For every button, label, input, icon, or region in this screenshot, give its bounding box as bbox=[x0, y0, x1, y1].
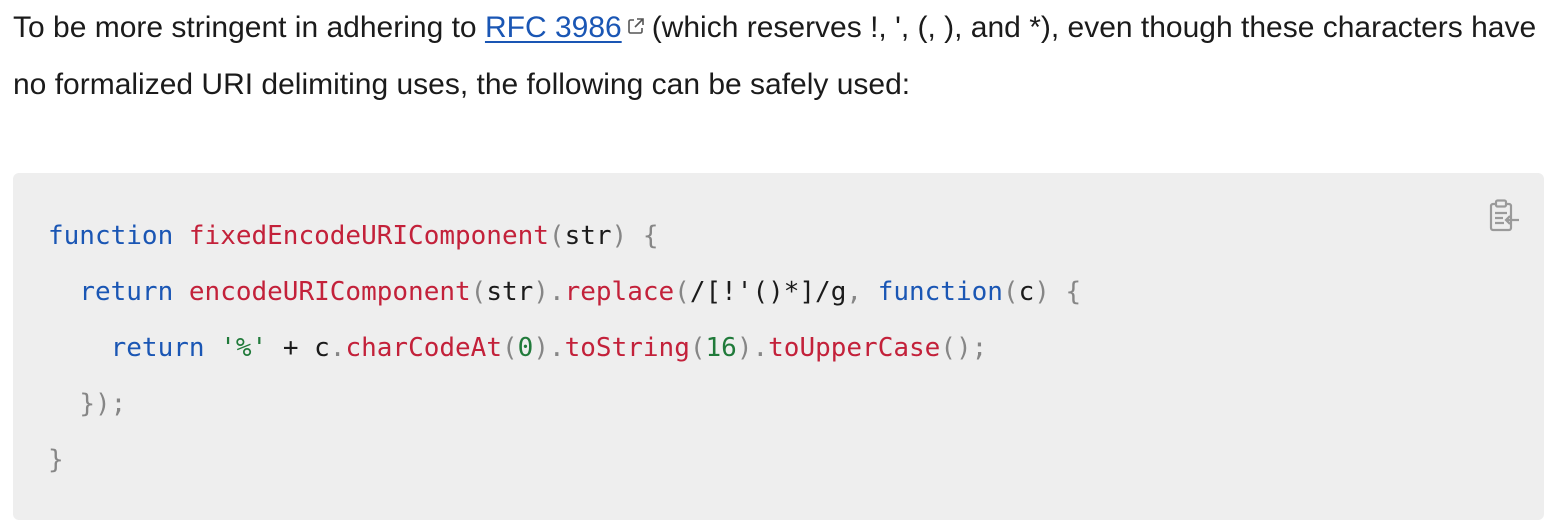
method-call: toString bbox=[564, 333, 690, 363]
function-name: fixedEncodeURIComponent bbox=[188, 221, 549, 251]
parameter: c bbox=[1018, 277, 1035, 307]
function-call: encodeURIComponent bbox=[188, 277, 471, 307]
method-call: replace bbox=[564, 277, 675, 307]
punctuation: ( bbox=[502, 333, 518, 363]
punctuation: , bbox=[846, 277, 863, 307]
punctuation: ( bbox=[1002, 277, 1019, 307]
code-content: function fixedEncodeURIComponent(str) { … bbox=[48, 208, 1081, 488]
number-literal: 0 bbox=[517, 333, 534, 363]
punctuation: ) bbox=[533, 333, 549, 363]
identifier: c bbox=[314, 333, 330, 363]
code-line-1: function fixedEncodeURIComponent(str) { bbox=[48, 221, 659, 251]
paragraph-text-after-link: (which reserves !, ', (, ), and *), even… bbox=[13, 11, 1537, 101]
paragraph-text-before-link: To be more stringent in adhering to bbox=[13, 11, 485, 44]
code-line-3: return '%' + c.charCodeAt(0).toString(16… bbox=[48, 333, 988, 363]
number-literal: 16 bbox=[705, 333, 737, 363]
clipboard-copy-icon bbox=[1485, 197, 1523, 240]
punctuation: ( bbox=[689, 333, 706, 363]
punctuation: ( bbox=[674, 277, 690, 307]
method-call: charCodeAt bbox=[345, 333, 502, 363]
punctuation: . bbox=[548, 333, 565, 363]
keyword-return: return bbox=[110, 333, 205, 363]
punctuation: . bbox=[548, 277, 565, 307]
punctuation: . bbox=[329, 333, 346, 363]
punctuation: ; bbox=[971, 333, 988, 363]
external-link-icon bbox=[626, 0, 646, 54]
code-line-2: return encodeURIComponent(str).replace(/… bbox=[48, 277, 1081, 307]
method-call: toUpperCase bbox=[768, 333, 941, 363]
punctuation: . bbox=[752, 333, 769, 363]
code-line-4: }); bbox=[48, 389, 126, 419]
copy-code-button[interactable] bbox=[1484, 198, 1524, 238]
punctuation: ) bbox=[1034, 277, 1050, 307]
keyword-function: function bbox=[877, 277, 1003, 307]
punctuation: { bbox=[1065, 277, 1082, 307]
punctuation: ) bbox=[533, 277, 549, 307]
code-line-5: } bbox=[48, 445, 64, 475]
punctuation: ( bbox=[548, 221, 565, 251]
punctuation: ) bbox=[611, 221, 628, 251]
punctuation: { bbox=[642, 221, 659, 251]
regex-literal: /[!'()*]/g bbox=[689, 277, 847, 307]
punctuation: ) bbox=[736, 333, 753, 363]
paragraph: To be more stringent in adhering to RFC … bbox=[13, 0, 1543, 112]
keyword-return: return bbox=[79, 277, 174, 307]
string-literal: '%' bbox=[220, 333, 268, 363]
punctuation: } bbox=[48, 445, 64, 475]
rfc-3986-link[interactable]: RFC 3986 bbox=[484, 11, 622, 44]
punctuation: ( bbox=[470, 277, 487, 307]
code-block: function fixedEncodeURIComponent(str) { … bbox=[13, 173, 1544, 520]
punctuation: }); bbox=[79, 389, 127, 419]
argument: str bbox=[486, 277, 534, 307]
keyword-function: function bbox=[48, 221, 174, 251]
punctuation: () bbox=[940, 333, 972, 363]
parameter: str bbox=[564, 221, 612, 251]
operator: + bbox=[282, 333, 299, 363]
